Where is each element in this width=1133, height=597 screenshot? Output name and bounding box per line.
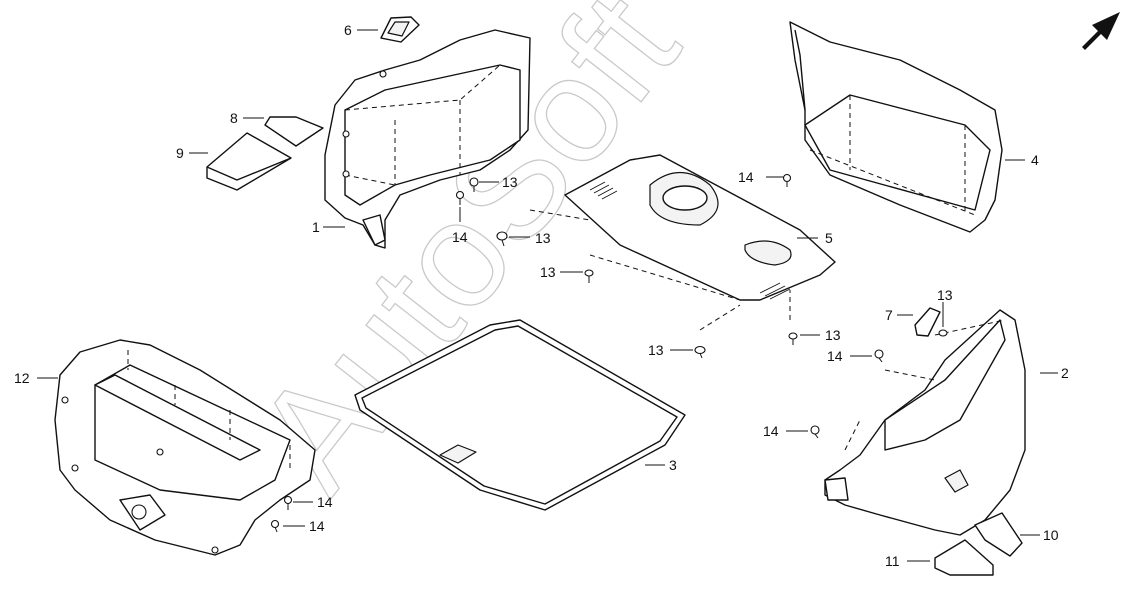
callout-11: 11 <box>885 553 900 569</box>
callout-4: 4 <box>1031 152 1039 168</box>
callout-14: 14 <box>452 229 468 245</box>
clip-14b <box>782 173 792 187</box>
fasteners <box>270 173 948 533</box>
callout-13: 13 <box>535 230 551 246</box>
callout-14: 14 <box>309 518 325 534</box>
callout-labels: 6 8 9 1 13 14 14 4 5 13 13 12 13 13 7 13… <box>14 22 1069 569</box>
front-direction-arrow-icon <box>1082 12 1120 50</box>
callout-14: 14 <box>738 169 754 185</box>
callout-14: 14 <box>763 423 779 439</box>
callout-8: 8 <box>230 110 238 126</box>
part-8-pad <box>264 116 324 147</box>
callout-9: 9 <box>176 145 184 161</box>
callout-13: 13 <box>937 287 953 303</box>
clip-14e <box>283 495 293 510</box>
callout-6: 6 <box>344 22 352 38</box>
callout-13: 13 <box>825 327 841 343</box>
part-3-floor-mat <box>354 319 686 511</box>
part-10-pad <box>974 512 1023 557</box>
callout-3: 3 <box>669 457 677 473</box>
callout-13: 13 <box>502 174 518 190</box>
part-11-pad <box>934 539 994 576</box>
callout-1: 1 <box>312 219 320 235</box>
clip-14f <box>270 519 280 533</box>
clip-13e <box>788 332 798 345</box>
part-1-left-side-trim <box>324 29 531 249</box>
part-7-cap <box>914 307 941 337</box>
clip-13a <box>469 177 479 192</box>
callout-7: 7 <box>885 307 893 323</box>
part-6-cap <box>380 16 420 43</box>
part-9-pad <box>206 132 292 191</box>
part-5-parcel-shelf <box>529 154 836 331</box>
part-4-right-side-panel <box>789 21 1003 233</box>
clip-14a <box>455 190 465 205</box>
clip-13d <box>694 345 706 359</box>
callout-5: 5 <box>825 230 833 246</box>
callout-leaders <box>37 29 1058 562</box>
clip-14c <box>874 349 884 363</box>
part-2-right-side-trim <box>824 309 1026 536</box>
callout-10: 10 <box>1043 527 1059 543</box>
callout-14: 14 <box>317 494 333 510</box>
callout-13: 13 <box>540 264 556 280</box>
clip-13c <box>584 269 594 283</box>
callout-14: 14 <box>827 348 843 364</box>
clip-13b <box>496 231 508 247</box>
callout-12: 12 <box>14 370 30 386</box>
callout-13: 13 <box>648 342 664 358</box>
part-12-tailgate-trim <box>54 339 316 556</box>
clip-14d <box>810 425 820 439</box>
callout-2: 2 <box>1061 365 1069 381</box>
clip-13f <box>938 329 948 337</box>
